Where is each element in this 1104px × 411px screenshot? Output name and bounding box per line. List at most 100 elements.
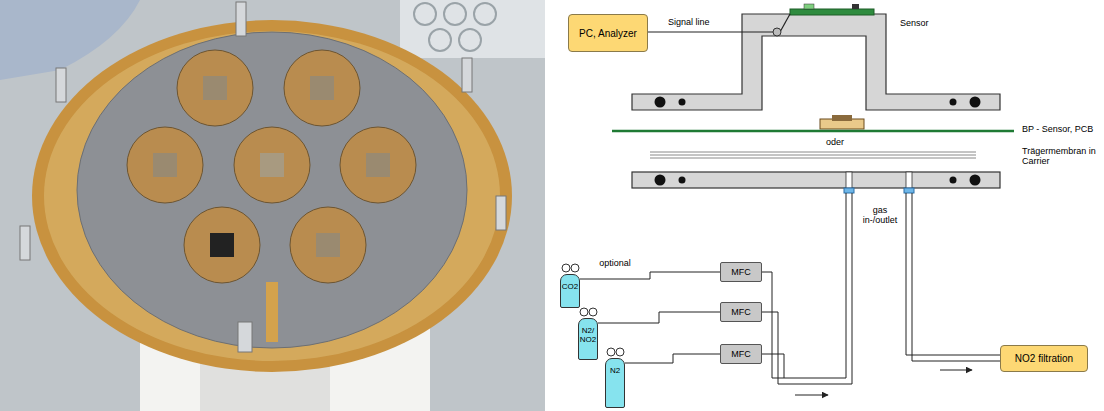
gas-fitting [844,188,854,193]
gas-line [598,312,720,323]
mfc-box: MFC [720,344,762,364]
node-text: NO2 filtration [1015,353,1073,365]
tray-well [474,3,496,25]
gas-bottle: N2/ NO2 [578,318,598,360]
signal-wire [780,14,790,32]
sensor-chip [366,153,390,177]
gas-channel [846,172,852,188]
flow-arrow [795,395,828,396]
signal-wire [648,31,774,32]
gas-bottle: CO2 [560,274,580,308]
sensor-pad [284,50,360,126]
edge-label: optional [598,258,632,268]
regulator-gauge [571,264,579,272]
sensor-chip [153,153,177,177]
part-name: Trägermembran in Carrier [1022,146,1100,167]
outlet-pipe [912,361,1000,362]
node-text: N2 [610,366,620,375]
tray-well [414,3,436,25]
node-text: MFC [731,349,751,359]
o-ring [655,97,666,108]
node-text: MFC [731,307,751,317]
note: oder [826,137,844,147]
apparatus [562,4,1014,395]
mfc-outlet-line [762,272,846,378]
regulator-gauge [580,308,588,316]
bolt [462,58,472,92]
carrier-membrane [650,155,976,156]
pcb-line [612,130,1014,133]
gas-fitting [904,188,914,193]
pcb-component [852,4,859,9]
cable-connector [773,28,781,36]
sensor-pad [290,207,366,283]
pcb-component [804,4,814,9]
tray-well [429,29,451,51]
node-text: PC, Analyzer [579,28,637,40]
bolt [236,2,246,36]
gas-bottle: N2 [605,358,625,408]
gas-line [580,272,720,279]
o-ring [655,175,666,186]
node-text: CO2 [562,282,578,291]
tray [400,0,545,58]
outlet-pipe [912,193,913,361]
mfc-outlet-line [762,312,852,384]
inlet-pipe [852,193,853,384]
bp-sensor-die [832,115,852,121]
o-ring [970,97,981,108]
tape-strip [266,282,278,342]
o-ring [679,177,686,184]
node-text: N2/ NO2 [580,326,596,344]
sensor-pad [177,50,253,126]
inlet-pipe [846,193,847,378]
tray-well [444,3,466,25]
base-plate [632,172,1000,188]
analyzer-box: PC, Analyzer [568,14,648,52]
sensor-pad [184,207,260,283]
tray-well [459,29,481,51]
sensor-pad [340,127,416,203]
node-text: MFC [731,267,751,277]
part-name: BP - Sensor, PCB [1022,124,1093,134]
sensor-pad [234,127,310,203]
sensor-pad [127,127,203,203]
sensor-housing [632,14,1000,110]
o-ring [950,99,957,106]
tape [44,31,500,361]
sensor-pads [127,50,416,283]
mfc-box: MFC [720,302,762,322]
part-name: Sensor [900,18,929,28]
sensor-chip [310,76,334,100]
sensor-chip [210,233,234,257]
signal-name: Signal line [668,17,710,27]
regulator-gauge [562,264,570,272]
photo-background [0,0,545,411]
regulator-gauge [589,308,597,316]
filter-box: NO2 filtration [1000,345,1088,372]
bolt [56,68,66,102]
bolt [20,226,30,260]
carrier-membrane [650,152,976,153]
photo [0,0,545,411]
regulator-gauge [607,348,615,356]
kapton-ring [32,20,512,372]
o-ring [950,177,957,184]
gas-channel [906,172,912,188]
outlet-pipe [906,355,1000,356]
mfc-outlet-line [762,354,784,355]
regulator-gauge [616,348,624,356]
flow-arrow [940,370,972,371]
sensor-chip [260,153,284,177]
bolt [496,196,506,230]
o-ring [679,99,686,106]
bolt [238,322,252,352]
sensor-pcb [790,9,874,15]
carrier-membrane [650,158,976,159]
port-name: gas in-/outlet [856,205,904,226]
o-ring [970,175,981,186]
sensor-chip [316,233,340,257]
